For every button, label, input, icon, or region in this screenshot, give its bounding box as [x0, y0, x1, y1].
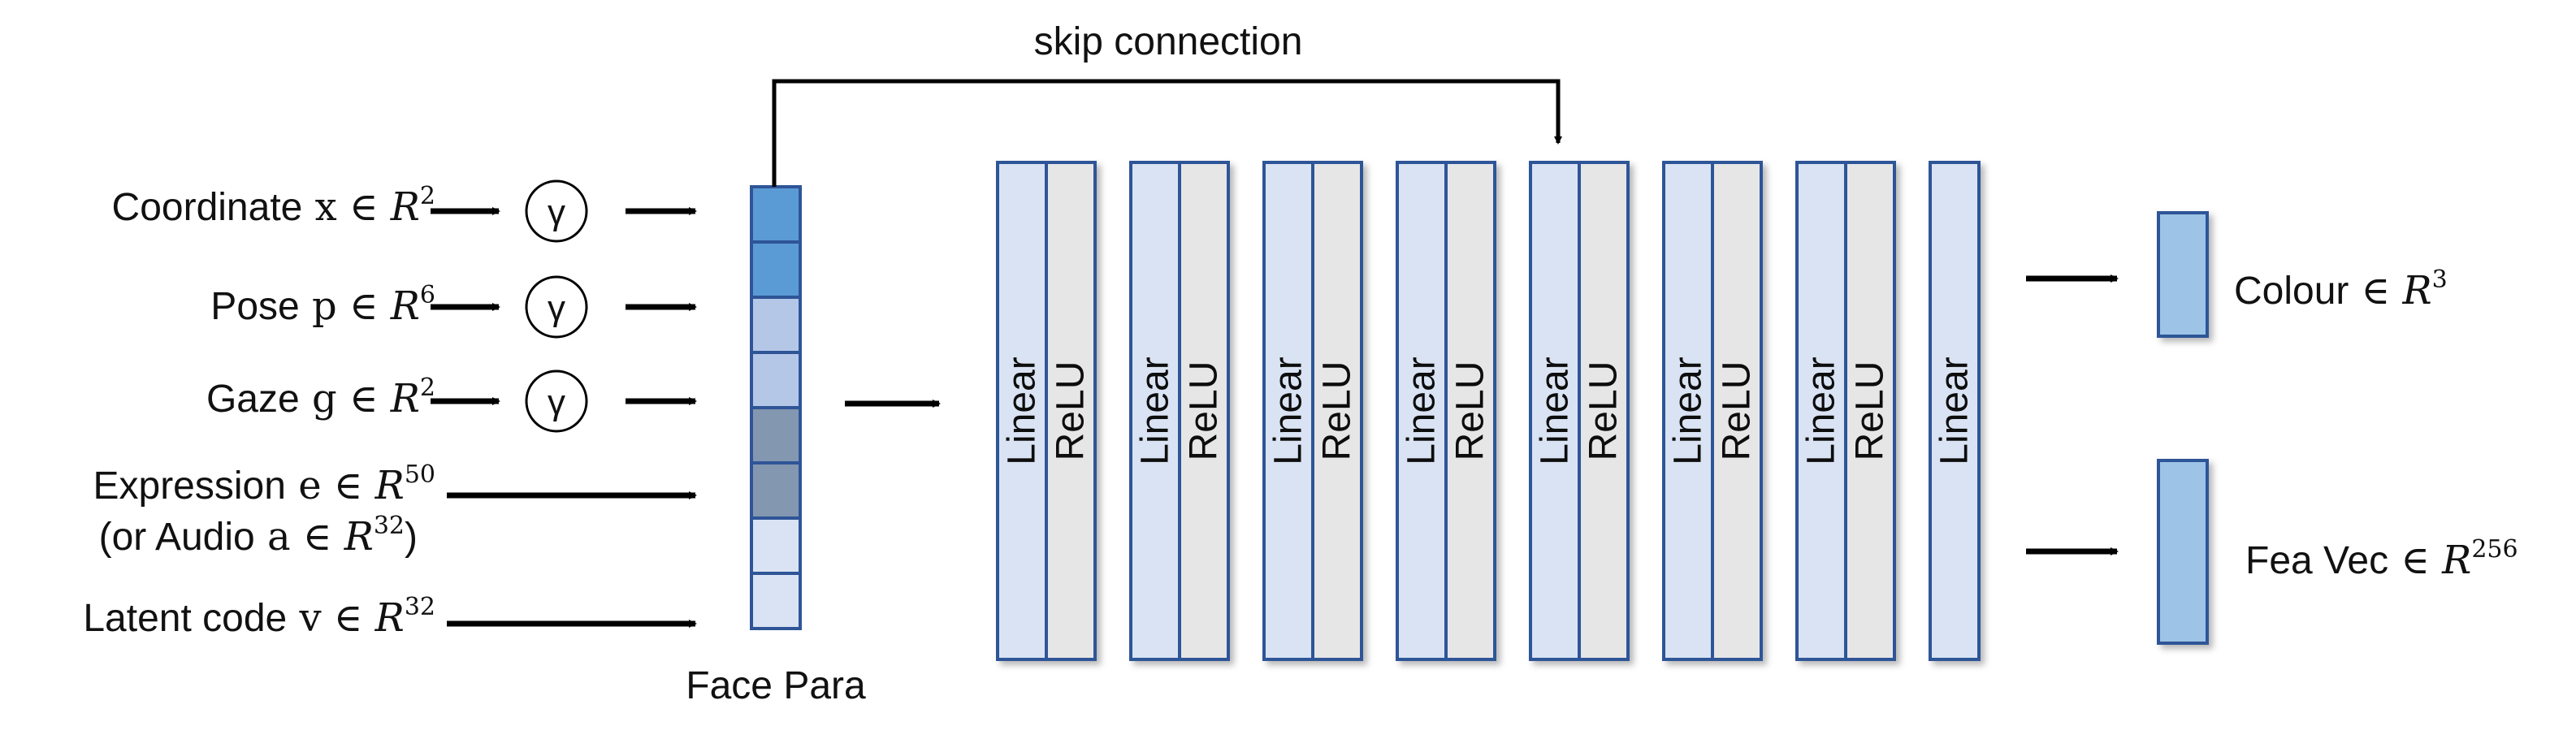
encoding-circle-coordinate: γ	[525, 179, 588, 243]
face-para-cell	[750, 351, 802, 409]
linear-layer-block	[996, 161, 1048, 661]
feature-vector-output-label: Fea Vec ∈ R256	[2245, 535, 2518, 583]
linear-layer-label: Linear	[1667, 357, 1710, 465]
encoding-circle-gaze: γ	[525, 370, 588, 433]
input-label-pose: Pose p ∈ R6	[210, 281, 435, 329]
skip-connection-label: skip connection	[1034, 20, 1303, 63]
input-label-audio: (or Audio a ∈ R32)	[99, 512, 418, 560]
relu-layer-label: ReLU	[1050, 361, 1093, 461]
linear-layer-label: Linear	[1800, 357, 1843, 465]
face-para-cell	[750, 406, 802, 465]
svg-text:γ: γ	[548, 288, 565, 328]
face-para-cell	[750, 516, 802, 575]
feature-vector-output-block	[2157, 459, 2209, 645]
linear-layer-block	[1929, 161, 1981, 661]
linear-layer-label: Linear	[1001, 357, 1044, 465]
linear-layer-block	[1662, 161, 1714, 661]
linear-layer-block	[1262, 161, 1314, 661]
relu-layer-label: ReLU	[1316, 361, 1359, 461]
input-label-coordinate: Coordinate x ∈ R2	[112, 182, 435, 230]
relu-layer-label: ReLU	[1716, 361, 1759, 461]
relu-layer-block	[1578, 161, 1630, 661]
colour-output-label: Colour ∈ R3	[2234, 266, 2448, 313]
linear-layer-label: Linear	[1933, 357, 1976, 465]
relu-layer-label: ReLU	[1449, 361, 1492, 461]
skip-connection-line	[772, 79, 1562, 187]
linear-layer-block	[1396, 161, 1448, 661]
mlp-layer-group: Linear	[1929, 161, 1981, 661]
relu-layer-block	[1711, 161, 1763, 661]
relu-layer-label: ReLU	[1849, 361, 1892, 461]
face-para-cell	[750, 572, 802, 630]
relu-layer-label: ReLU	[1582, 361, 1626, 461]
relu-layer-block	[1844, 161, 1896, 661]
relu-layer-block	[1045, 161, 1097, 661]
encoding-circle-pose: γ	[525, 275, 588, 339]
relu-layer-label: ReLU	[1183, 361, 1226, 461]
linear-layer-label: Linear	[1534, 357, 1577, 465]
face-para-cell	[750, 461, 802, 520]
linear-layer-label: Linear	[1401, 357, 1444, 465]
colour-output-block	[2157, 211, 2209, 338]
linear-layer-block	[1529, 161, 1581, 661]
input-label-gaze: Gaze g ∈ R2	[206, 374, 435, 421]
linear-layer-block	[1129, 161, 1181, 661]
face-para-vector	[750, 185, 802, 630]
face-para-label: Face Para	[686, 664, 866, 707]
svg-text:γ: γ	[548, 382, 565, 422]
input-label-expression: Expression e ∈ R50	[93, 460, 435, 508]
face-para-cell	[750, 185, 802, 244]
linear-layer-label: Linear	[1134, 357, 1177, 465]
relu-layer-block	[1178, 161, 1230, 661]
linear-layer-label: Linear	[1267, 357, 1310, 465]
svg-text:γ: γ	[548, 192, 565, 232]
face-para-cell	[750, 240, 802, 299]
relu-layer-block	[1444, 161, 1496, 661]
relu-layer-block	[1311, 161, 1363, 661]
input-label-latent: Latent code v ∈ R32	[83, 593, 435, 641]
face-para-cell	[750, 296, 802, 354]
